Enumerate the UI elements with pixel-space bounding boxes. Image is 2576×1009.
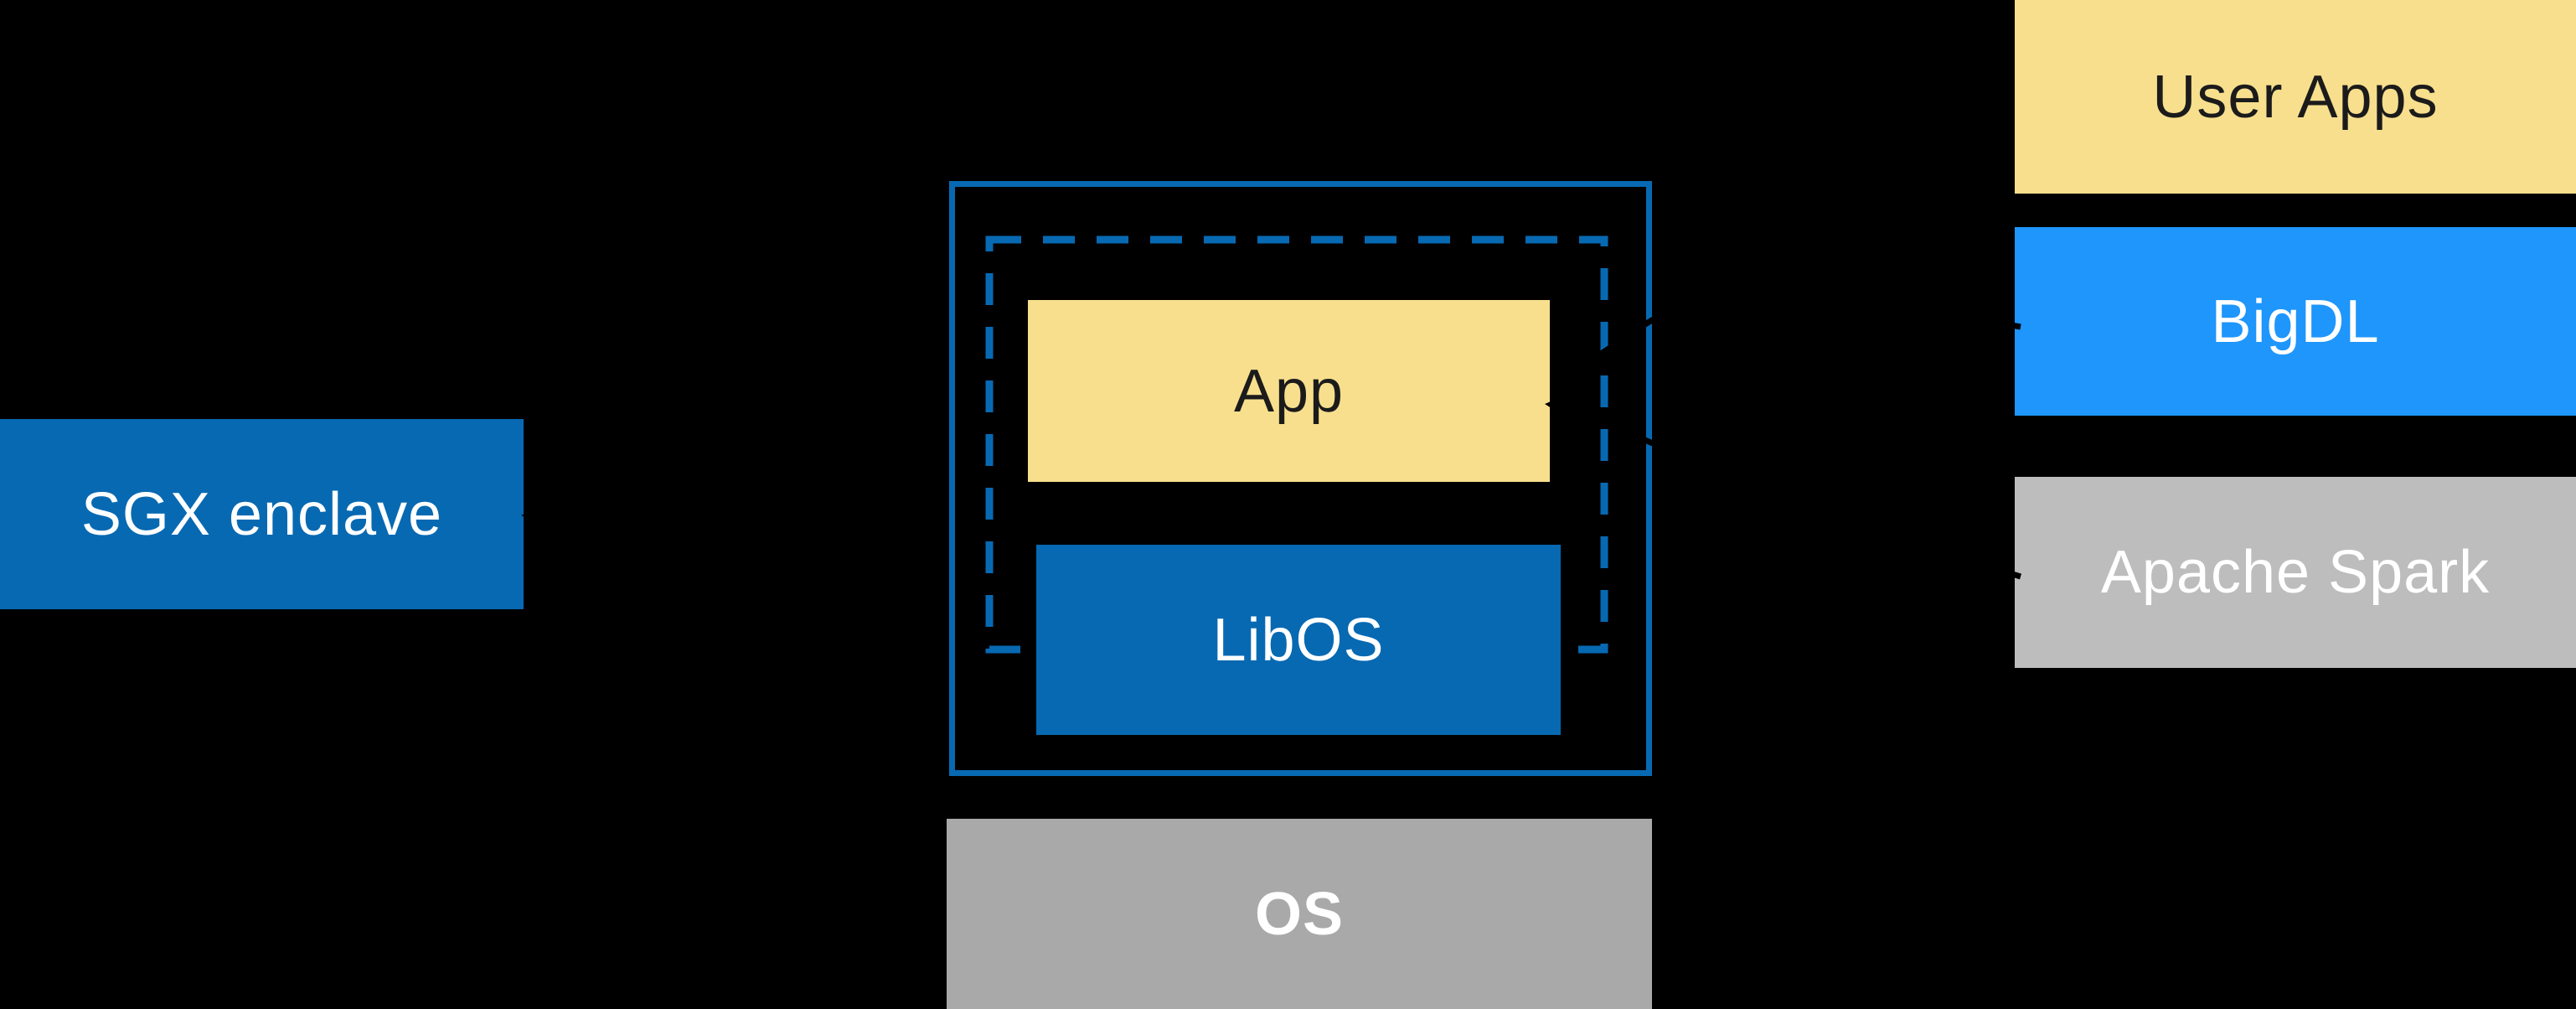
app-box: App [1028, 300, 1550, 482]
bigdl-box: BigDL [2015, 227, 2576, 416]
user-apps-box: User Apps [2015, 0, 2576, 194]
app-label: App [1233, 357, 1345, 425]
arrowhead-app-edge [1545, 392, 1573, 419]
sgx-enclave-label: SGX enclave [80, 480, 443, 548]
enclave-boundary-box [949, 181, 1652, 776]
apache-spark-label: Apache Spark [2100, 539, 2491, 606]
os-box: OS [947, 819, 1652, 1009]
os-label: OS [1254, 880, 1345, 948]
libos-label: LibOS [1212, 606, 1385, 674]
bigdl-label: BigDL [2211, 287, 2380, 355]
libos-box: LibOS [1036, 545, 1561, 735]
arrowhead-enclave-edge [1593, 339, 1618, 369]
arrow-spark-to-app [1567, 406, 2022, 580]
dashed-enclave-border [985, 235, 1608, 654]
arrowhead-sgx-label [521, 504, 546, 526]
sgx-enclave-label-box: SGX enclave [0, 419, 524, 609]
user-apps-label: User Apps [2152, 63, 2439, 131]
arrow-bigdl-to-enclave [1613, 294, 2021, 354]
apache-spark-box: Apache Spark [2015, 477, 2576, 668]
